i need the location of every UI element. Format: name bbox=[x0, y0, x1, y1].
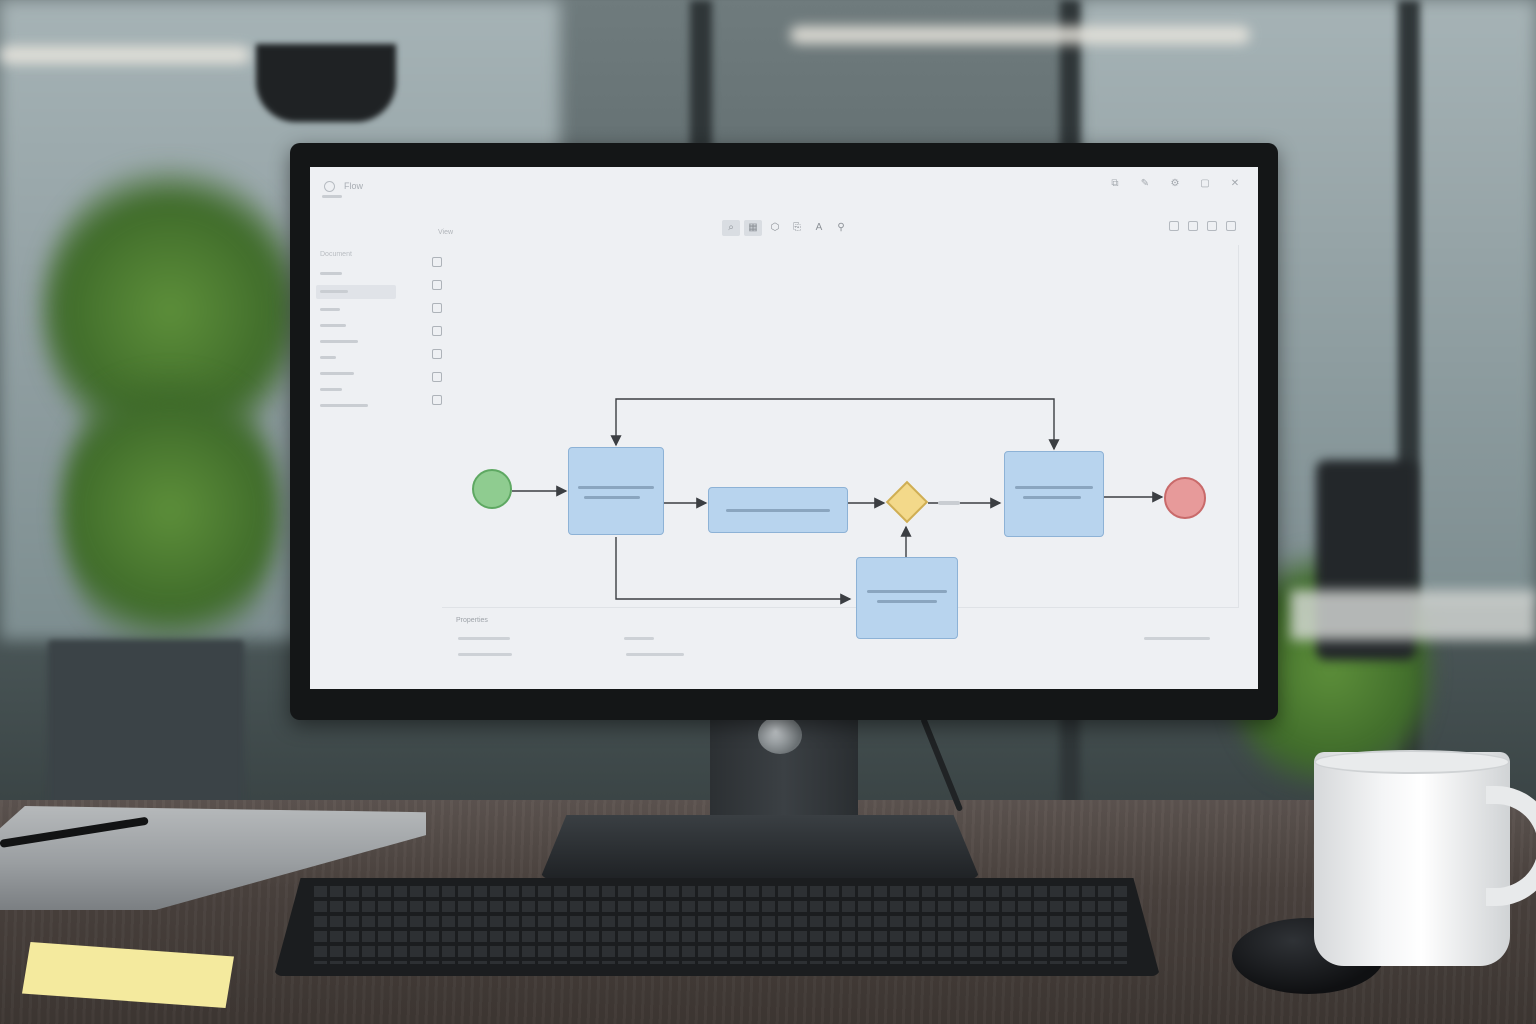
coffee-mug bbox=[1314, 752, 1510, 966]
ceiling-light bbox=[0, 46, 250, 64]
planter bbox=[48, 640, 244, 810]
monitor: Flow ⧉ ✎ ⚙ ▢ ✕ Document bbox=[290, 143, 1278, 720]
toolbar-label: View bbox=[438, 229, 454, 236]
task-node-1[interactable] bbox=[568, 447, 664, 535]
task-node-3[interactable] bbox=[856, 557, 958, 639]
sidebar-item[interactable] bbox=[316, 335, 396, 349]
start-event[interactable] bbox=[472, 469, 512, 509]
ceiling-light bbox=[790, 26, 1250, 44]
text-icon[interactable]: A bbox=[815, 222, 823, 233]
undo-icon[interactable] bbox=[1188, 221, 1198, 231]
end-event[interactable] bbox=[1164, 477, 1206, 519]
sidebar-header: Document bbox=[320, 251, 352, 258]
sidebar-nav-arrows[interactable] bbox=[322, 195, 342, 198]
far-desk bbox=[1290, 590, 1536, 640]
plant bbox=[60, 360, 280, 660]
redo-icon[interactable] bbox=[1207, 221, 1217, 231]
window-controls: ⧉ ✎ ⚙ ▢ ✕ bbox=[1110, 179, 1240, 189]
zoom-icon[interactable]: ⌕ bbox=[722, 220, 740, 236]
property-row bbox=[1144, 637, 1210, 640]
window-edit-icon[interactable]: ✎ bbox=[1140, 178, 1150, 189]
property-row bbox=[458, 637, 510, 640]
screen: Flow ⧉ ✎ ⚙ ▢ ✕ Document bbox=[310, 167, 1258, 689]
sidebar: Document bbox=[310, 195, 420, 689]
comment-icon[interactable] bbox=[432, 326, 442, 336]
gateway-edge-label bbox=[938, 501, 960, 505]
task-node-4[interactable] bbox=[1004, 451, 1104, 537]
settings-icon[interactable]: ⚙ bbox=[1170, 178, 1180, 189]
history-icon[interactable] bbox=[432, 349, 442, 359]
page-icon[interactable] bbox=[432, 257, 442, 267]
app-logo-icon bbox=[324, 181, 335, 192]
duplicate-icon[interactable]: ⎘ bbox=[793, 222, 801, 233]
pin-icon[interactable]: ⚲ bbox=[837, 222, 845, 233]
diagram-edges bbox=[512, 398, 1164, 605]
property-row bbox=[626, 653, 684, 656]
layers-icon[interactable] bbox=[432, 280, 442, 290]
keyboard bbox=[274, 878, 1160, 976]
edge-loop-return bbox=[610, 435, 622, 447]
diagram-canvas[interactable] bbox=[442, 245, 1239, 639]
property-row bbox=[458, 653, 512, 656]
sidebar-item[interactable] bbox=[316, 399, 396, 413]
sidebar-item[interactable] bbox=[316, 303, 396, 317]
close-icon[interactable]: ✕ bbox=[1230, 178, 1240, 189]
list-icon[interactable] bbox=[1169, 221, 1179, 231]
maximize-icon[interactable]: ▢ bbox=[1200, 178, 1210, 189]
sidebar-item[interactable] bbox=[316, 319, 396, 333]
coffee-mug-rim bbox=[1314, 750, 1510, 774]
properties-title: Properties bbox=[456, 617, 488, 624]
tool-rail bbox=[430, 257, 444, 418]
toolbar-right bbox=[1169, 221, 1236, 231]
monitor-stand-knob bbox=[758, 716, 802, 754]
pendant-lamp bbox=[256, 44, 396, 122]
toolbar: ⌕ ▦ ⬡ ⎘ A ⚲ bbox=[722, 220, 850, 236]
properties-panel: Properties bbox=[456, 607, 1236, 677]
grid-icon[interactable]: ▦ bbox=[744, 220, 762, 236]
sidebar-item-active[interactable] bbox=[316, 285, 396, 299]
app-titlebar: Flow ⧉ ✎ ⚙ ▢ ✕ bbox=[310, 167, 1258, 203]
shape-icon[interactable]: ⬡ bbox=[770, 222, 780, 233]
sidebar-item[interactable] bbox=[316, 383, 396, 397]
image-icon[interactable] bbox=[432, 372, 442, 382]
info-icon[interactable] bbox=[432, 395, 442, 405]
monitor-base bbox=[540, 815, 980, 879]
coffee-mug-handle bbox=[1486, 786, 1536, 906]
sidebar-item[interactable] bbox=[316, 367, 396, 381]
sidebar-item[interactable] bbox=[316, 351, 396, 365]
edge-task1-task3 bbox=[615, 537, 852, 605]
edge-loop-top bbox=[615, 398, 1060, 451]
window-mullion bbox=[690, 0, 712, 150]
app-title: Flow bbox=[344, 181, 364, 191]
task-node-2[interactable] bbox=[708, 487, 848, 533]
sidebar-item[interactable] bbox=[316, 267, 396, 281]
window-restore-icon[interactable]: ⧉ bbox=[1111, 178, 1119, 189]
shapes-icon[interactable] bbox=[432, 303, 442, 313]
share-icon[interactable] bbox=[1226, 221, 1236, 231]
property-row bbox=[624, 637, 654, 640]
